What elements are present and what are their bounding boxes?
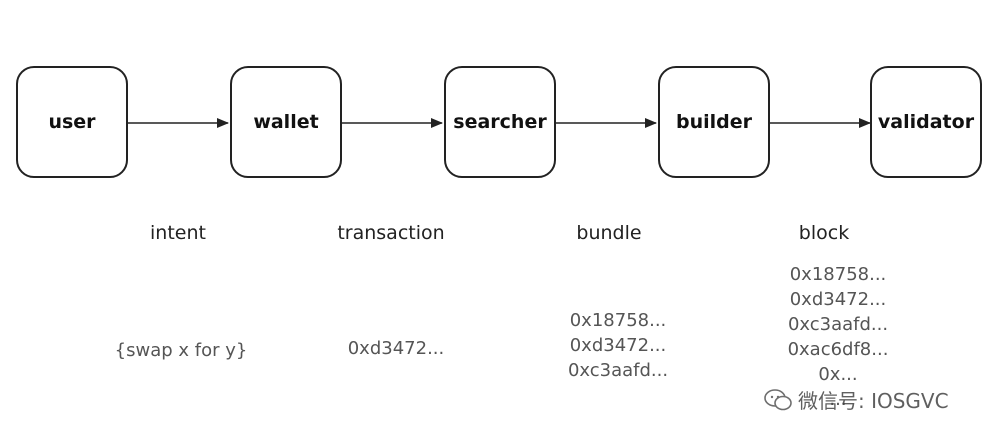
intent-payload: {swap x for y}	[91, 338, 271, 363]
node-builder: builder	[658, 66, 770, 178]
label-bundle: bundle	[576, 222, 642, 244]
bundle-payload: 0x18758... 0xd3472... 0xc3aafd...	[528, 308, 708, 383]
node-wallet: wallet	[230, 66, 342, 178]
block-item: 0x18758...	[789, 264, 887, 285]
watermark-text: 微信号: IOSGVC	[798, 389, 949, 413]
node-searcher: searcher	[444, 66, 556, 178]
bundle-item: 0xd3472...	[569, 335, 667, 356]
bundle-item: 0x18758...	[569, 310, 667, 331]
wechat-icon	[764, 388, 792, 410]
bundle-item: 0xc3aafd...	[567, 360, 669, 381]
node-validator: validator	[870, 66, 982, 178]
label-intent: intent	[150, 222, 206, 244]
label-block: block	[798, 222, 850, 244]
block-item: 0x...	[818, 364, 858, 385]
watermark: 微信号: IOSGVC	[764, 385, 949, 414]
block-item: ...	[829, 389, 847, 410]
node-user: user	[16, 66, 128, 178]
block-item: 0xc3aafd...	[787, 314, 889, 335]
transaction-item: 0xd3472...	[347, 338, 445, 359]
block-item: 0xac6df8...	[787, 339, 889, 360]
label-transaction: transaction	[337, 222, 445, 244]
transaction-payload: 0xd3472...	[306, 336, 486, 361]
intent-item: {swap x for y}	[114, 340, 248, 361]
block-item: 0xd3472...	[789, 289, 887, 310]
block-payload: 0x18758... 0xd3472... 0xc3aafd... 0xac6d…	[748, 262, 928, 412]
